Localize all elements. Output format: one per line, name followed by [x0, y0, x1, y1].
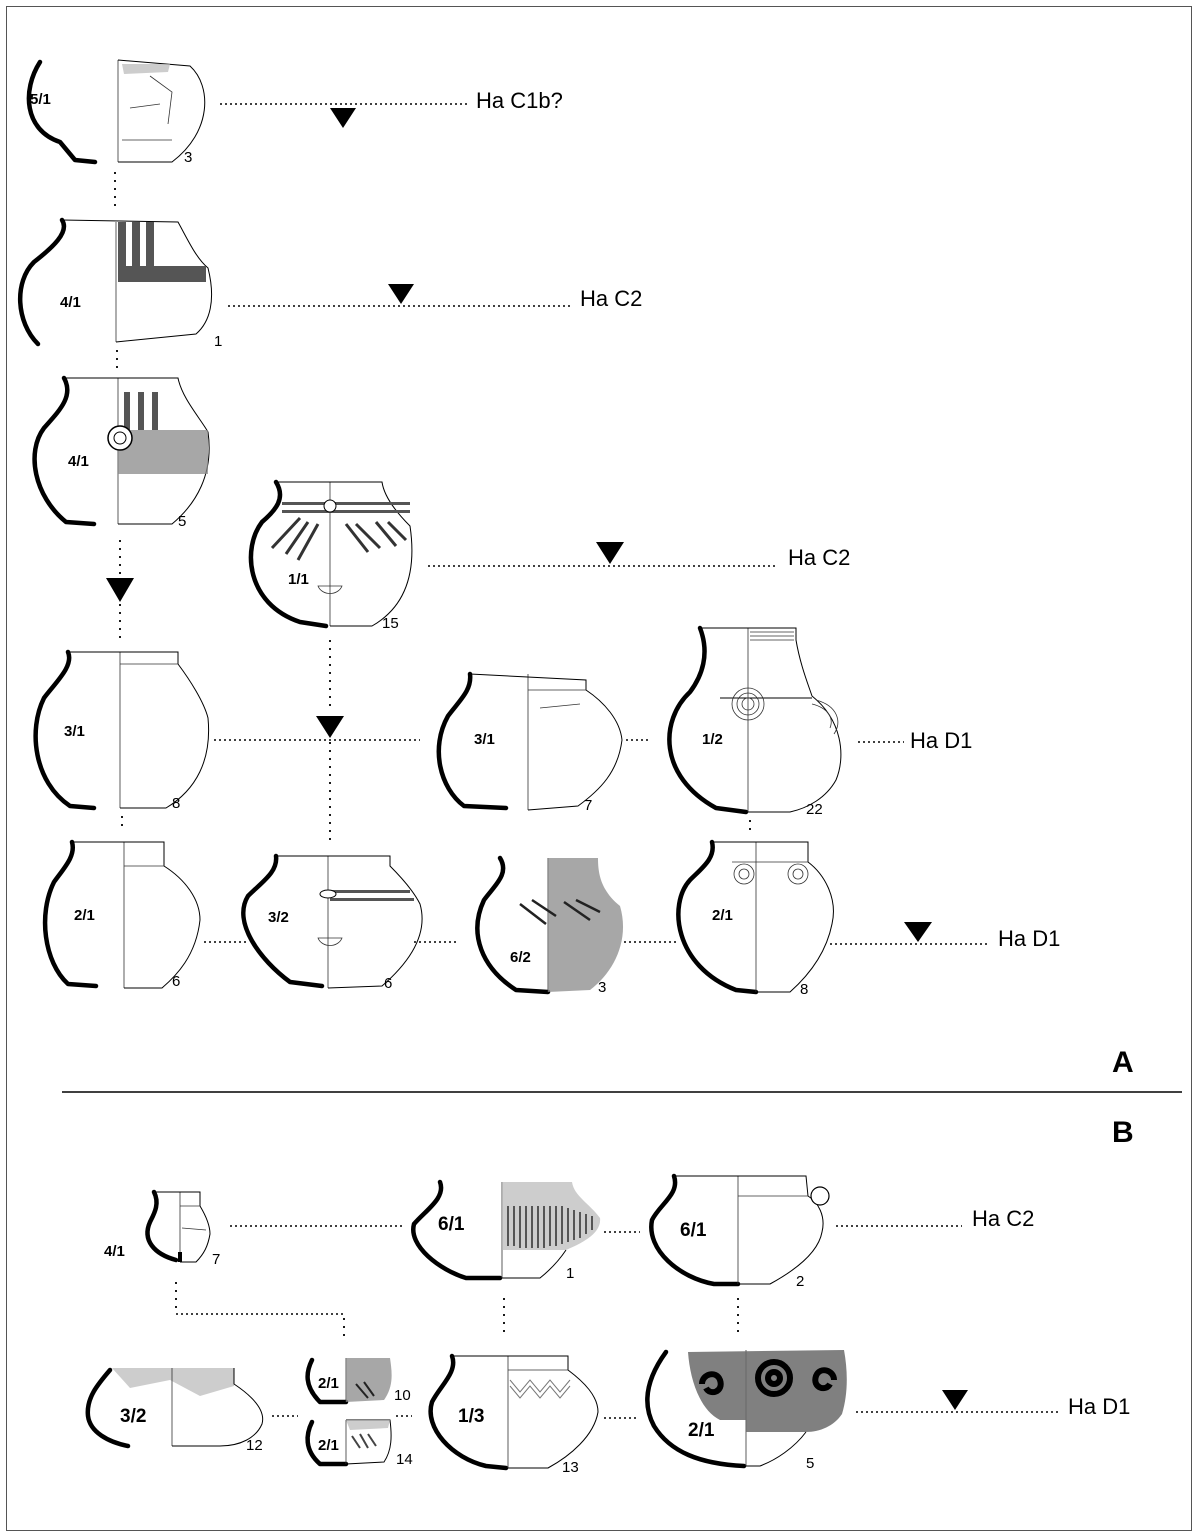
- vessel-code: 1/2: [702, 731, 723, 748]
- figure-frame: [6, 6, 1192, 1531]
- vessel-a11: 2/1 8: [676, 839, 834, 998]
- marker-triangle: [330, 108, 356, 128]
- marker-triangle: [596, 542, 624, 564]
- vessel-a5: 3/1 8: [33, 649, 210, 812]
- vessel-code: 3/2: [268, 909, 289, 926]
- vessel-b4: 3/2 12: [85, 1367, 264, 1454]
- vessel-a2: 4/1 1: [18, 217, 222, 350]
- vessel-a1: 5/1 3: [26, 59, 206, 166]
- phase-label: Ha C2: [788, 545, 850, 570]
- vessel-b6: 2/1 14: [305, 1419, 413, 1468]
- vessel-number: 5: [178, 513, 186, 530]
- vessel-number: 5: [806, 1455, 814, 1472]
- vessel-code: 6/2: [510, 949, 531, 966]
- phase-label: Ha D1: [1068, 1394, 1130, 1419]
- phase-label: Ha D1: [910, 728, 972, 753]
- vessel-code: 3/1: [474, 731, 495, 748]
- marker-triangle: [942, 1390, 968, 1410]
- vessel-code: 2/1: [688, 1420, 715, 1441]
- vessel-number: 7: [584, 797, 592, 814]
- vessel-a6: 3/1 7: [436, 671, 623, 814]
- vessel-b5: 2/1 10: [305, 1357, 411, 1405]
- vessel-number: 10: [394, 1387, 411, 1404]
- vessel-number: 3: [598, 979, 606, 996]
- panel-label-a: A: [1112, 1046, 1134, 1079]
- vessel-b1: 4/1 7: [104, 1189, 220, 1268]
- panel-label-b: B: [1112, 1116, 1134, 1149]
- vessel-a4: 1/1 15: [248, 479, 413, 632]
- phase-label: Ha C1b?: [476, 88, 563, 113]
- phase-label: Ha C2: [580, 286, 642, 311]
- vessel-b3: 6/1 2: [649, 1173, 830, 1290]
- vessel-number: 22: [806, 801, 823, 818]
- vessel-number: 13: [562, 1459, 579, 1476]
- phase-label: Ha D1: [998, 926, 1060, 951]
- vessel-code: 2/1: [74, 907, 95, 924]
- vessel-number: 6: [384, 975, 392, 992]
- vessel-number: 1: [214, 333, 222, 350]
- phase-label: Ha C2: [972, 1206, 1034, 1231]
- vessel-number: 15: [382, 615, 399, 632]
- vessel-number: 7: [212, 1251, 220, 1268]
- vessel-code: 6/1: [680, 1220, 707, 1241]
- vessel-b7: 1/3 13: [428, 1353, 599, 1476]
- vessel-code: 1/3: [458, 1406, 484, 1427]
- vessel-number: 14: [396, 1451, 413, 1468]
- vessel-code: 2/1: [318, 1375, 339, 1392]
- vessel-number: 8: [800, 981, 808, 998]
- vessel-code: 1/1: [288, 571, 309, 588]
- vessel-code: 4/1: [60, 294, 81, 311]
- marker-triangle: [388, 284, 414, 304]
- vessel-code: 5/1: [30, 91, 51, 108]
- vessel-code: 2/1: [318, 1437, 339, 1454]
- vessel-code: 2/1: [712, 907, 733, 924]
- vessel-code: 4/1: [68, 453, 89, 470]
- vessel-number: 6: [172, 973, 180, 990]
- vessel-number: 2: [796, 1273, 804, 1290]
- marker-triangle: [106, 578, 134, 602]
- vessel-b8: 2/1 5: [645, 1349, 847, 1472]
- vessel-a3: 4/1 5: [32, 375, 210, 530]
- vessel-code: 4/1: [104, 1243, 125, 1260]
- vessel-number: 12: [246, 1437, 263, 1454]
- vessel-code: 3/1: [64, 723, 85, 740]
- vessel-a10: 6/2 3: [475, 855, 624, 996]
- vessel-number: 8: [172, 795, 180, 812]
- vessel-number: 3: [184, 149, 192, 166]
- vessel-a9: 3/2 6: [241, 853, 423, 992]
- vessel-code: 3/2: [120, 1406, 146, 1427]
- marker-triangle: [316, 716, 344, 738]
- vessel-a7: 1/2 22: [667, 625, 842, 818]
- vessel-code: 6/1: [438, 1214, 465, 1235]
- vessel-a8: 2/1 6: [42, 839, 201, 990]
- vessel-number: 1: [566, 1265, 574, 1282]
- marker-triangle: [904, 922, 932, 942]
- vessel-b2: 6/1 1: [411, 1179, 601, 1282]
